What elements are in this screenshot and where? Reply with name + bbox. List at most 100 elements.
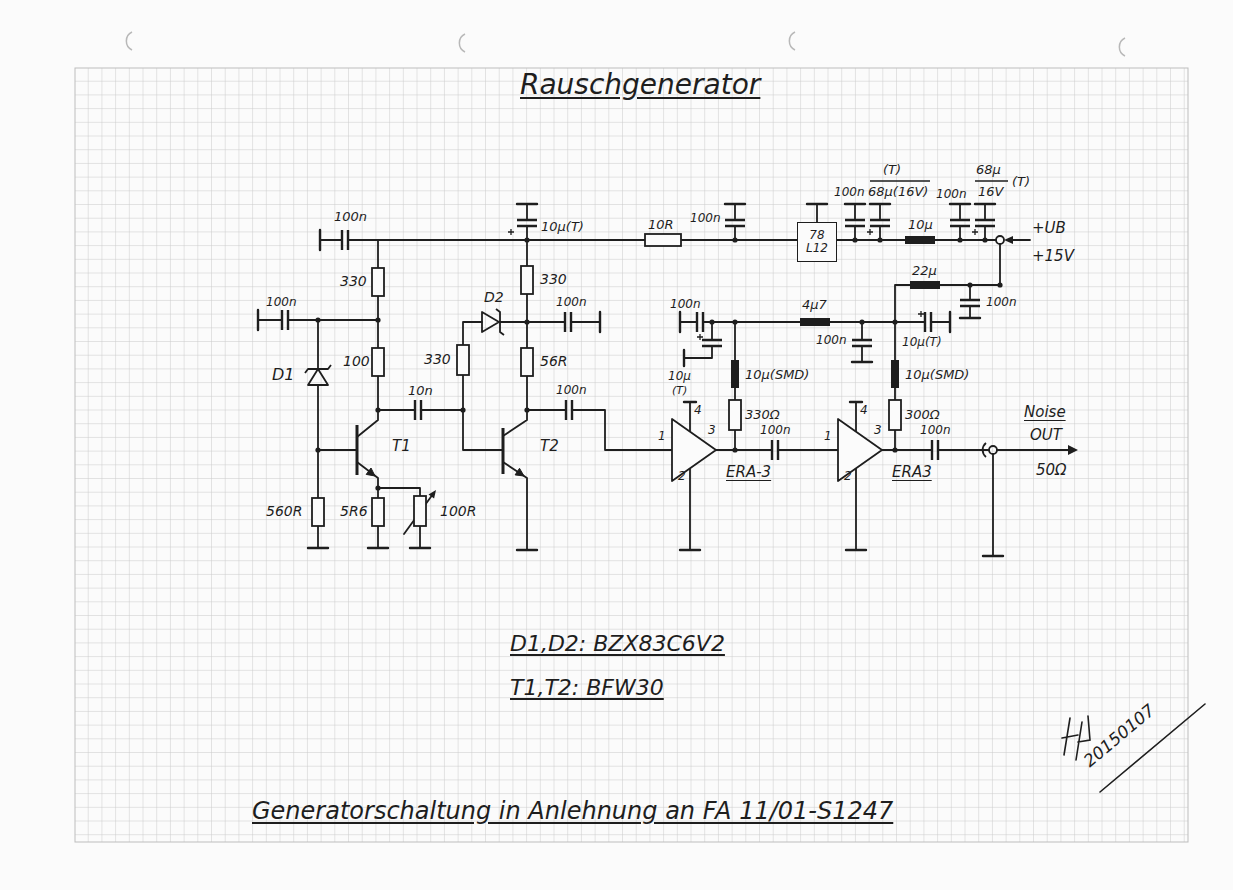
- resistor-symbol: [312, 234, 901, 526]
- resistor-symbol: [729, 400, 741, 430]
- graph-paper: [75, 68, 1188, 842]
- pin-number: 2: [678, 470, 686, 483]
- component-value: 68µ: [976, 163, 1001, 177]
- transistor-symbol: [515, 468, 524, 476]
- resistor-symbol: [372, 498, 384, 526]
- resistor-symbol: [457, 345, 469, 375]
- component-value: (T): [672, 385, 687, 397]
- punch-mark: [126, 32, 1125, 56]
- fraction-line: [870, 180, 1008, 181]
- graph-paper: [75, 68, 1188, 842]
- zener-diode-symbol: [482, 312, 499, 332]
- junction-dot: [997, 282, 1002, 287]
- signal-name: Noise: [1024, 404, 1066, 421]
- junction-dot: [892, 319, 897, 324]
- junction-dot: [732, 237, 737, 242]
- resistor-symbol: [414, 496, 426, 526]
- component-value: 100n: [816, 334, 847, 347]
- inductor-symbol: [891, 360, 899, 388]
- resistor-symbol: [372, 348, 384, 376]
- junction-dot: [375, 317, 380, 322]
- connector-symbol: [989, 446, 997, 454]
- component-value: 100n: [834, 186, 865, 199]
- part-name: ERA-3: [726, 464, 771, 481]
- component-value: 330: [424, 352, 451, 367]
- part-list: D1,D2: BZX83C6V2: [510, 632, 725, 656]
- wire: [258, 204, 1070, 556]
- junction-dot: [732, 447, 737, 452]
- component-value: 100n: [556, 384, 587, 397]
- inductor-symbol: [731, 360, 739, 388]
- pin-number: 4: [694, 404, 702, 417]
- pin-number: 2: [844, 470, 852, 483]
- connector-symbol: [983, 443, 986, 457]
- part-name: 78 L12: [806, 229, 828, 255]
- junction-dot: [315, 237, 1002, 490]
- arrow-head: [1068, 445, 1078, 455]
- junction-dot: [982, 237, 987, 242]
- fraction-line: [870, 180, 1008, 181]
- caption: Generatorschaltung in Anlehnung an FA 11…: [252, 798, 893, 824]
- junction-dot: [524, 237, 529, 242]
- component-value: 100n: [690, 212, 721, 225]
- pin-number: 1: [658, 430, 666, 443]
- component-value: 10µ(T): [902, 336, 942, 349]
- component-value: 5R6: [340, 504, 368, 519]
- component-value: 100n: [334, 210, 367, 224]
- zener-diode-symbol: [308, 369, 328, 385]
- junction-dot: [709, 319, 714, 324]
- component-value: 10µ: [668, 370, 691, 383]
- pin-number: 3: [708, 424, 716, 437]
- component-value: 100n: [266, 296, 297, 309]
- component-value: (T): [1012, 175, 1030, 189]
- resistor-symbol: [889, 400, 901, 430]
- resistor-symbol: [521, 266, 533, 294]
- ground-symbol: [258, 204, 1003, 556]
- component-value: 300Ω: [905, 408, 940, 422]
- capacitor-symbol: [282, 220, 995, 460]
- connector-symbol: [996, 236, 1004, 244]
- component-value: 100R: [440, 504, 476, 519]
- wire: [258, 204, 1070, 556]
- punch-mark: [126, 32, 1125, 56]
- junction-dot: [877, 237, 882, 242]
- component-value: 10µ: [908, 218, 933, 232]
- component-value: 10µ(T): [541, 220, 584, 234]
- inductor-symbol: [800, 318, 830, 326]
- inductor-symbol: [910, 281, 940, 289]
- component-value: 22µ: [912, 264, 937, 278]
- arrow-head: [429, 236, 1079, 499]
- junction-dot: [524, 407, 529, 412]
- component-value: 330Ω: [745, 408, 780, 422]
- component-value: 10µ(SMD): [905, 368, 969, 382]
- junction-dot: [957, 237, 962, 242]
- transistor-symbol: [366, 468, 375, 476]
- signal-name: +15V: [1032, 248, 1074, 265]
- capacitor-symbol: [508, 229, 978, 340]
- junction-dot: [852, 237, 857, 242]
- junction-dot: [524, 319, 529, 324]
- title: Rauschgenerator: [520, 70, 760, 101]
- pin-number: 3: [874, 424, 882, 437]
- signal-name: +UB: [1032, 220, 1066, 237]
- resistor-symbol: [312, 498, 324, 526]
- connector-symbol: [983, 236, 1004, 457]
- resistor-symbol: [521, 348, 533, 376]
- signal-name: OUT: [1030, 427, 1062, 444]
- part-name: D1: [272, 366, 295, 384]
- pin-number: 1: [824, 430, 832, 443]
- junction-dot: [859, 319, 864, 324]
- part-name: ERA3: [892, 464, 932, 481]
- component-value: 10R: [648, 218, 674, 232]
- zener-diode-symbol: [305, 309, 504, 385]
- component-value: 100n: [760, 424, 791, 437]
- junction-dot: [315, 317, 320, 322]
- component-value: 56R: [540, 354, 568, 369]
- component-value: 100n: [920, 424, 951, 437]
- arrow-head: [429, 490, 437, 499]
- junction-dot: [967, 282, 972, 287]
- component-value: 10n: [408, 384, 433, 398]
- component-value: 100n: [986, 296, 1017, 309]
- junction-dot: [892, 447, 897, 452]
